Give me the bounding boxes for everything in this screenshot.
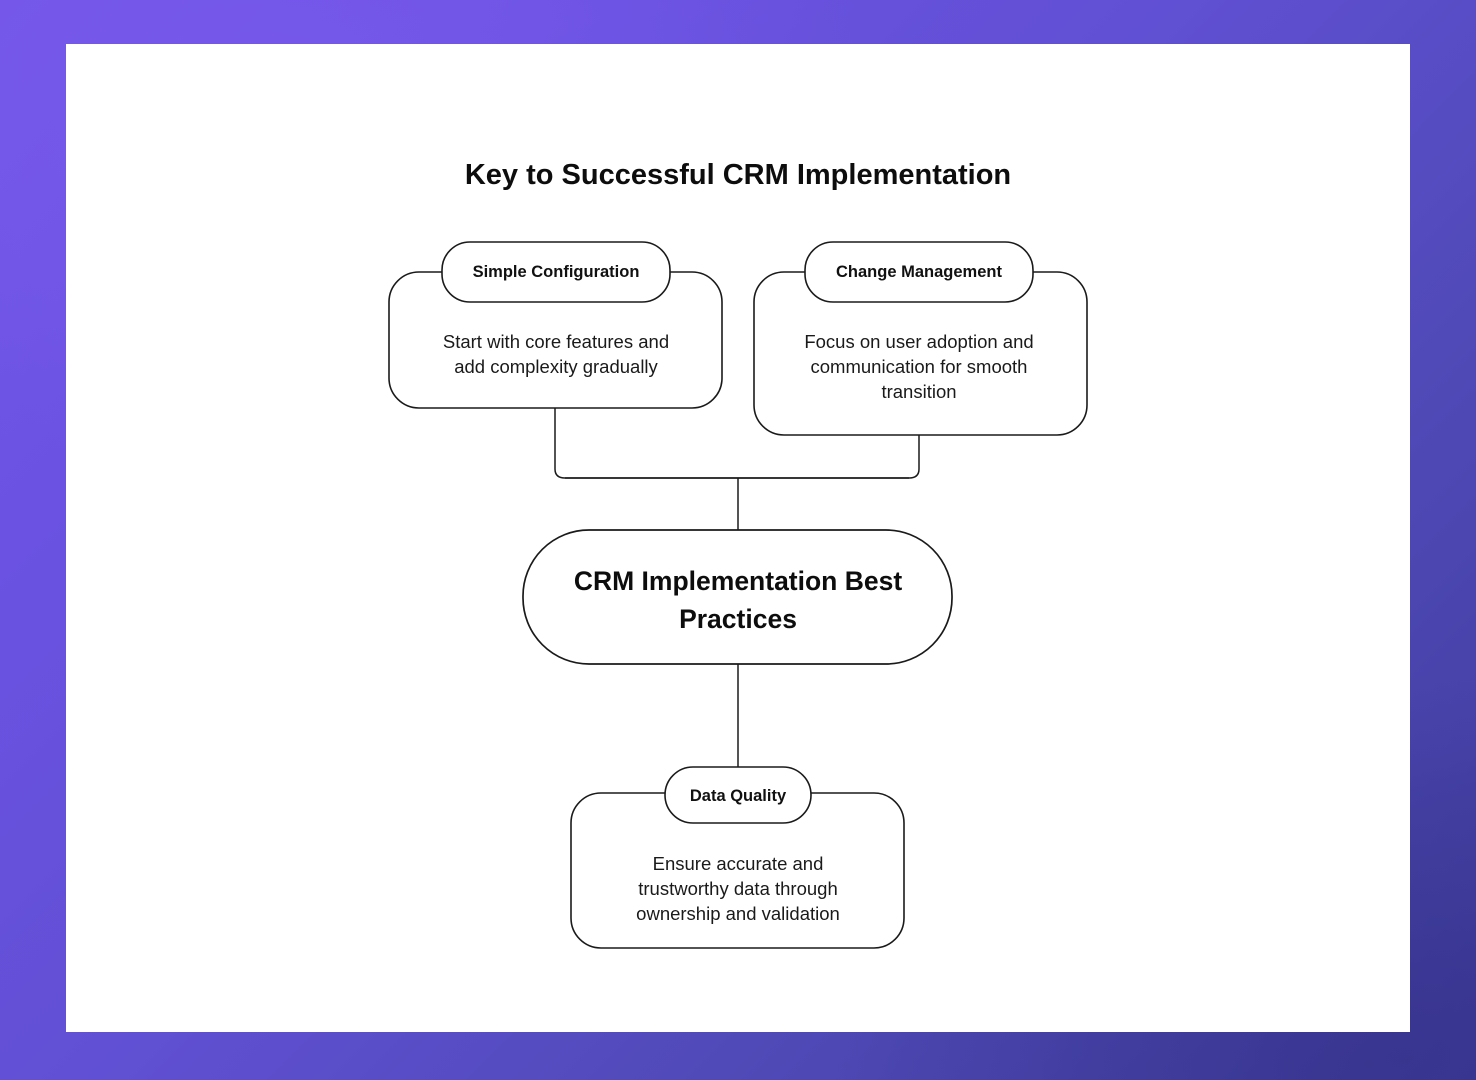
node-description-simple-configuration-line1: Start with core features and: [443, 331, 669, 352]
diagram-card: Key to Successful CRM Implementation Sim…: [66, 44, 1410, 1032]
node-label-data-quality: Data Quality: [690, 787, 787, 805]
node-description-data-quality-line2: trustworthy data through: [638, 878, 838, 899]
node-description-data-quality-line3: ownership and validation: [636, 903, 840, 924]
node-description-change-management-line1: Focus on user adoption and: [804, 331, 1033, 352]
page-title: Key to Successful CRM Implementation: [465, 159, 1011, 191]
connectors-group: [554, 408, 920, 768]
node-description-simple-configuration-line2: add complexity gradually: [454, 356, 658, 377]
node-simple-configuration[interactable]: Simple Configuration Start with core fea…: [388, 241, 723, 409]
node-pill-simple-configuration: [441, 241, 671, 303]
node-center-crm-best-practices[interactable]: CRM Implementation Best Practices: [522, 529, 953, 665]
node-body-center: [522, 529, 953, 665]
node-change-management[interactable]: Change Management Focus on user adoption…: [753, 241, 1088, 436]
node-label-center-line1: CRM Implementation Best: [574, 566, 903, 596]
connector-change-management-to-center: [565, 435, 920, 479]
node-description-change-management-line2: communication for smooth: [811, 356, 1028, 377]
crm-best-practices-diagram: Key to Successful CRM Implementation Sim…: [388, 159, 1088, 949]
node-data-quality[interactable]: Data Quality Ensure accurate and trustwo…: [570, 766, 905, 949]
node-description-change-management-line3: transition: [881, 381, 956, 402]
node-label-center-line2: Practices: [679, 604, 797, 634]
node-pill-change-management: [804, 241, 1034, 303]
node-description-data-quality-line1: Ensure accurate and: [653, 853, 824, 874]
node-label-simple-configuration: Simple Configuration: [473, 263, 640, 281]
node-label-change-management: Change Management: [836, 263, 1002, 281]
connector-simple-configuration-to-center: [554, 408, 909, 479]
node-pill-data-quality: [664, 766, 812, 824]
